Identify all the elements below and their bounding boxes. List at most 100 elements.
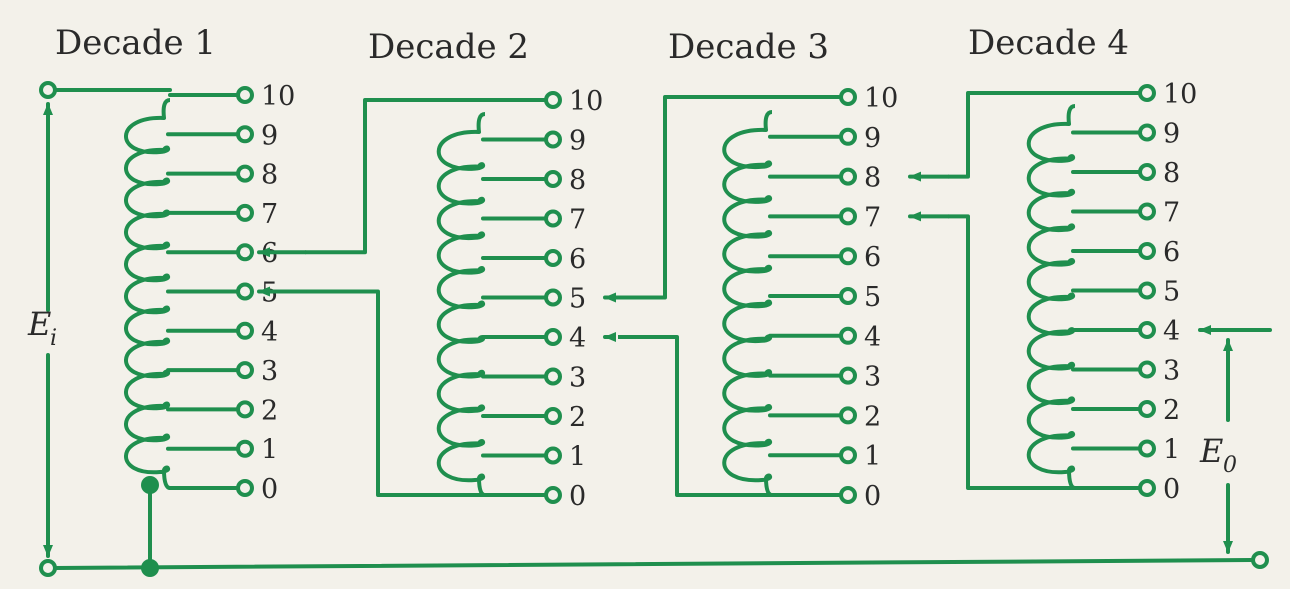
decade-3-tap-5-label: 5	[864, 282, 881, 313]
decade-1-tap-6-terminal	[236, 243, 254, 262]
input-voltage-subscript: i	[50, 326, 57, 351]
decade-1-tap-10-label: 10	[261, 81, 295, 112]
decade-4-tap-4-label: 4	[1163, 316, 1180, 347]
decade-2-upper-link	[305, 98, 485, 255]
decade-2-tap-2-terminal	[544, 407, 562, 425]
decade-2-lower-link	[305, 289, 485, 497]
decade-3-tap-10-terminal	[839, 88, 857, 106]
decade-1-tap-9-terminal	[236, 125, 254, 144]
decade-1-tap-0-terminal	[236, 479, 254, 497]
decade-4-tap-2-label: 2	[1163, 395, 1180, 426]
decade-4-upper-link	[948, 91, 1075, 179]
ground-junction	[141, 559, 159, 577]
decade-4-tap-3-terminal	[1138, 360, 1156, 379]
decade-2-tap-7-terminal	[544, 209, 562, 228]
decade-2-tap-5-terminal	[544, 288, 562, 307]
decade-3-tap-3-terminal	[839, 366, 857, 385]
decade-2-tap-1-label: 1	[569, 442, 586, 473]
decade-1-tap-8-terminal	[236, 164, 254, 183]
decade-2-tap-8-label: 8	[569, 165, 586, 196]
decade-1-tap-10-terminal	[236, 86, 254, 104]
decade-4-tap-9-label: 9	[1163, 119, 1180, 150]
decade-1-tap-0-label: 0	[261, 474, 278, 505]
decade-2-tap-0-terminal	[544, 486, 562, 504]
decade-3-tap-8-terminal	[839, 167, 857, 186]
decade-4-tap-7-label: 7	[1163, 198, 1180, 229]
decade-2-winding	[436, 112, 486, 497]
decade-1-tap-7-terminal	[236, 203, 254, 222]
input-voltage-symbol: E	[27, 305, 51, 343]
decade-2-tap-4-label: 4	[569, 323, 586, 354]
decade-2-tap-4-terminal	[544, 328, 562, 346]
decade-2-tap-8-terminal	[544, 170, 562, 188]
output-voltage-subscript: 0	[1223, 453, 1237, 478]
decade-3-tap-0-terminal	[839, 486, 857, 504]
decade-4-tap-4-terminal	[1138, 321, 1156, 339]
decade-1-tap-3-terminal	[236, 361, 254, 380]
decade-4-tap-2-terminal	[1138, 400, 1156, 418]
decade-1-tap-2-terminal	[236, 400, 254, 419]
decade-2-tap-9-terminal	[544, 130, 562, 149]
decade-2-tap-9-label: 9	[569, 126, 586, 157]
decade-4-tap-6-label: 6	[1163, 237, 1180, 268]
decade-3-tap-9-terminal	[839, 127, 857, 146]
decade-4-tap-9-terminal	[1138, 123, 1156, 142]
decade-3-tap-4-label: 4	[864, 322, 881, 353]
decade-4-tap-5-label: 5	[1163, 277, 1180, 308]
decade-1-tap-7-label: 7	[261, 199, 278, 230]
decade-4-tap-8-label: 8	[1163, 158, 1180, 189]
interconnect-wiring	[39, 81, 1272, 577]
input-terminal-top	[39, 81, 57, 99]
decade-4-title: Decade 4	[968, 23, 1129, 63]
decade-4-tap-10-label: 10	[1163, 79, 1197, 110]
decade-1-tap-5-terminal	[236, 282, 254, 301]
decade-3-tap-5-terminal	[839, 287, 857, 305]
decade-2-tap-2-label: 2	[569, 402, 586, 433]
decade-3-upper-link	[618, 95, 772, 300]
decade-1-tap-2-label: 2	[261, 395, 278, 426]
output-voltage-symbol: E	[1199, 432, 1223, 470]
decade-1-tap-9-label: 9	[261, 120, 278, 151]
decade-4-coil: 0 1 2 3 4 5 6 7 8 9 10	[1026, 79, 1197, 505]
decade-3-tap-7-terminal	[839, 207, 857, 226]
decade-3-tap-10-label: 10	[864, 83, 898, 114]
decade-4-tap-8-terminal	[1138, 163, 1156, 181]
decade-4-tap-10-terminal	[1138, 84, 1156, 102]
decade-4-tap-1-label: 1	[1163, 435, 1180, 466]
decade-4-tap-0-terminal	[1138, 479, 1156, 497]
decade-1-winding	[124, 98, 171, 490]
decade-4-tap-6-terminal	[1138, 242, 1156, 260]
decade-3-tap-8-label: 8	[864, 163, 881, 194]
common-ground-wire	[53, 558, 1254, 570]
decade-3-tap-7-label: 7	[864, 202, 881, 233]
decade-3-title: Decade 3	[668, 27, 829, 67]
decade-4-tap-1-terminal	[1138, 439, 1156, 458]
decade-1-tap-4-terminal	[236, 321, 254, 340]
decade-2-tap-1-terminal	[544, 446, 562, 465]
decade-4-tap-5-terminal	[1138, 281, 1156, 300]
decade-2-tap-3-label: 3	[569, 363, 586, 394]
decade-4-tap-0-label: 0	[1163, 474, 1180, 505]
decade-3-tap-1-label: 1	[864, 441, 881, 472]
input-terminal-bottom	[39, 559, 57, 577]
decade-4-winding	[1026, 104, 1076, 490]
decade-3-winding	[722, 110, 773, 497]
decade-3-tap-1-terminal	[839, 446, 857, 465]
decade-4-tap-3-label: 3	[1163, 356, 1180, 387]
decade-2-tap-10-label: 10	[569, 86, 603, 117]
decade-2-tap-3-terminal	[544, 367, 562, 386]
decade-4-lower-link	[948, 214, 1075, 490]
decade-2-tap-7-label: 7	[569, 205, 586, 236]
decade-1-tap-1-label: 1	[261, 435, 278, 466]
decade-1-tap-1-terminal	[236, 439, 254, 458]
decade-3-tap-0-label: 0	[864, 481, 881, 512]
decade-2-tap-10-terminal	[544, 91, 562, 109]
decade-4-tap-7-terminal	[1138, 202, 1156, 221]
decade-1-bottom-junction	[141, 476, 159, 494]
decade-2-title: Decade 2	[368, 27, 529, 67]
decade-3-tap-3-label: 3	[864, 362, 881, 393]
